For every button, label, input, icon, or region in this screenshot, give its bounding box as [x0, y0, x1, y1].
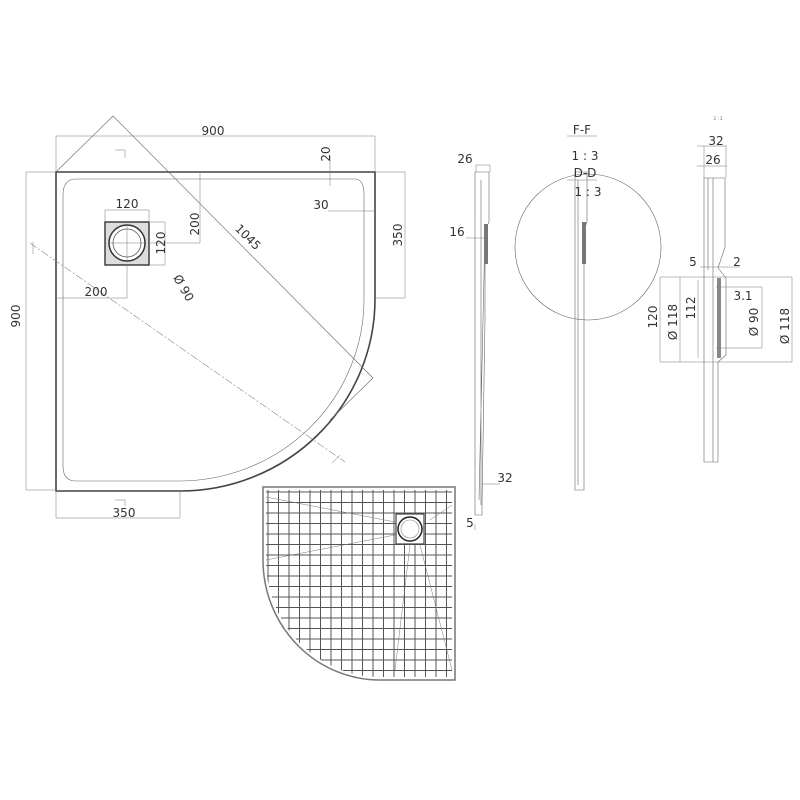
dim-straight-bottom: 350 [113, 506, 136, 520]
diagonal-construction [55, 115, 114, 173]
rib-grid [266, 490, 452, 677]
dim-rim-top: 20 [319, 146, 333, 161]
s3-inner: 26 [705, 153, 720, 167]
scale-dd: 1 : 3 [575, 185, 602, 199]
dimension-lines [25, 135, 406, 519]
s3-d90: Ø 90 [747, 308, 761, 337]
bottom-outline [262, 486, 456, 681]
dim-drain-diameter: Ø 90 [170, 272, 196, 304]
s3-b: 2 [733, 255, 741, 269]
diagonal-end [329, 377, 374, 421]
dim-diagonal: 1045 [232, 221, 263, 252]
s3-total: 32 [708, 134, 723, 148]
s1-thickness-top: 26 [457, 152, 472, 166]
dim-drain-width: 120 [116, 197, 139, 211]
drain-channels [265, 496, 453, 671]
bottom-view [262, 486, 456, 681]
section-line [29, 242, 346, 463]
bottom-drain [395, 513, 425, 545]
s1-foot: 5 [466, 516, 474, 530]
dim-drain-offset-x: 200 [85, 285, 108, 299]
section-1-dims [466, 164, 500, 530]
s1-drain-depth: 16 [449, 225, 464, 239]
dim-rim-radius: 30 [313, 198, 328, 212]
s3-a: 5 [689, 255, 697, 269]
dim-height: 900 [9, 305, 23, 328]
diagonal-dim-line [112, 115, 374, 379]
s3-scale-note: 2 : 3 [714, 116, 723, 121]
s3-d118-right: Ø 118 [778, 308, 792, 344]
s3-h120: 120 [646, 306, 660, 329]
title-dd: D-D [574, 166, 597, 180]
plan-view: 900 900 1045 120 120 200 200 Ø 90 20 30 … [9, 115, 406, 520]
s3-d118-left: Ø 118 [666, 304, 680, 340]
section-2-profile [574, 171, 588, 491]
scale-ff: 1 : 3 [572, 149, 599, 163]
drain [104, 221, 150, 266]
section-1: 26 16 32 5 [449, 152, 513, 530]
section-mark [32, 149, 341, 506]
section-3-dims [659, 145, 793, 363]
tray-inner-rim [62, 178, 365, 482]
s3-h112: 112 [684, 297, 698, 320]
section-3: 2 : 3 32 26 5 2 120 Ø 118 112 3.1 Ø 90 Ø… [646, 116, 793, 463]
dim-width: 900 [202, 124, 225, 138]
dim-straight-right: 350 [391, 224, 405, 247]
section-3-profile [703, 177, 727, 463]
dim-drain-height: 120 [154, 232, 168, 255]
section-1-profile [474, 171, 490, 516]
dim-drain-offset-y: 200 [188, 213, 202, 236]
title-ff: F-F [573, 123, 591, 137]
s3-d3-1: 3.1 [733, 289, 752, 303]
s1-edge: 32 [497, 471, 512, 485]
section-2: F-F 1 : 3 D-D 1 : 3 [514, 123, 662, 491]
detail-circle [514, 173, 662, 321]
tray-outline [55, 171, 376, 492]
